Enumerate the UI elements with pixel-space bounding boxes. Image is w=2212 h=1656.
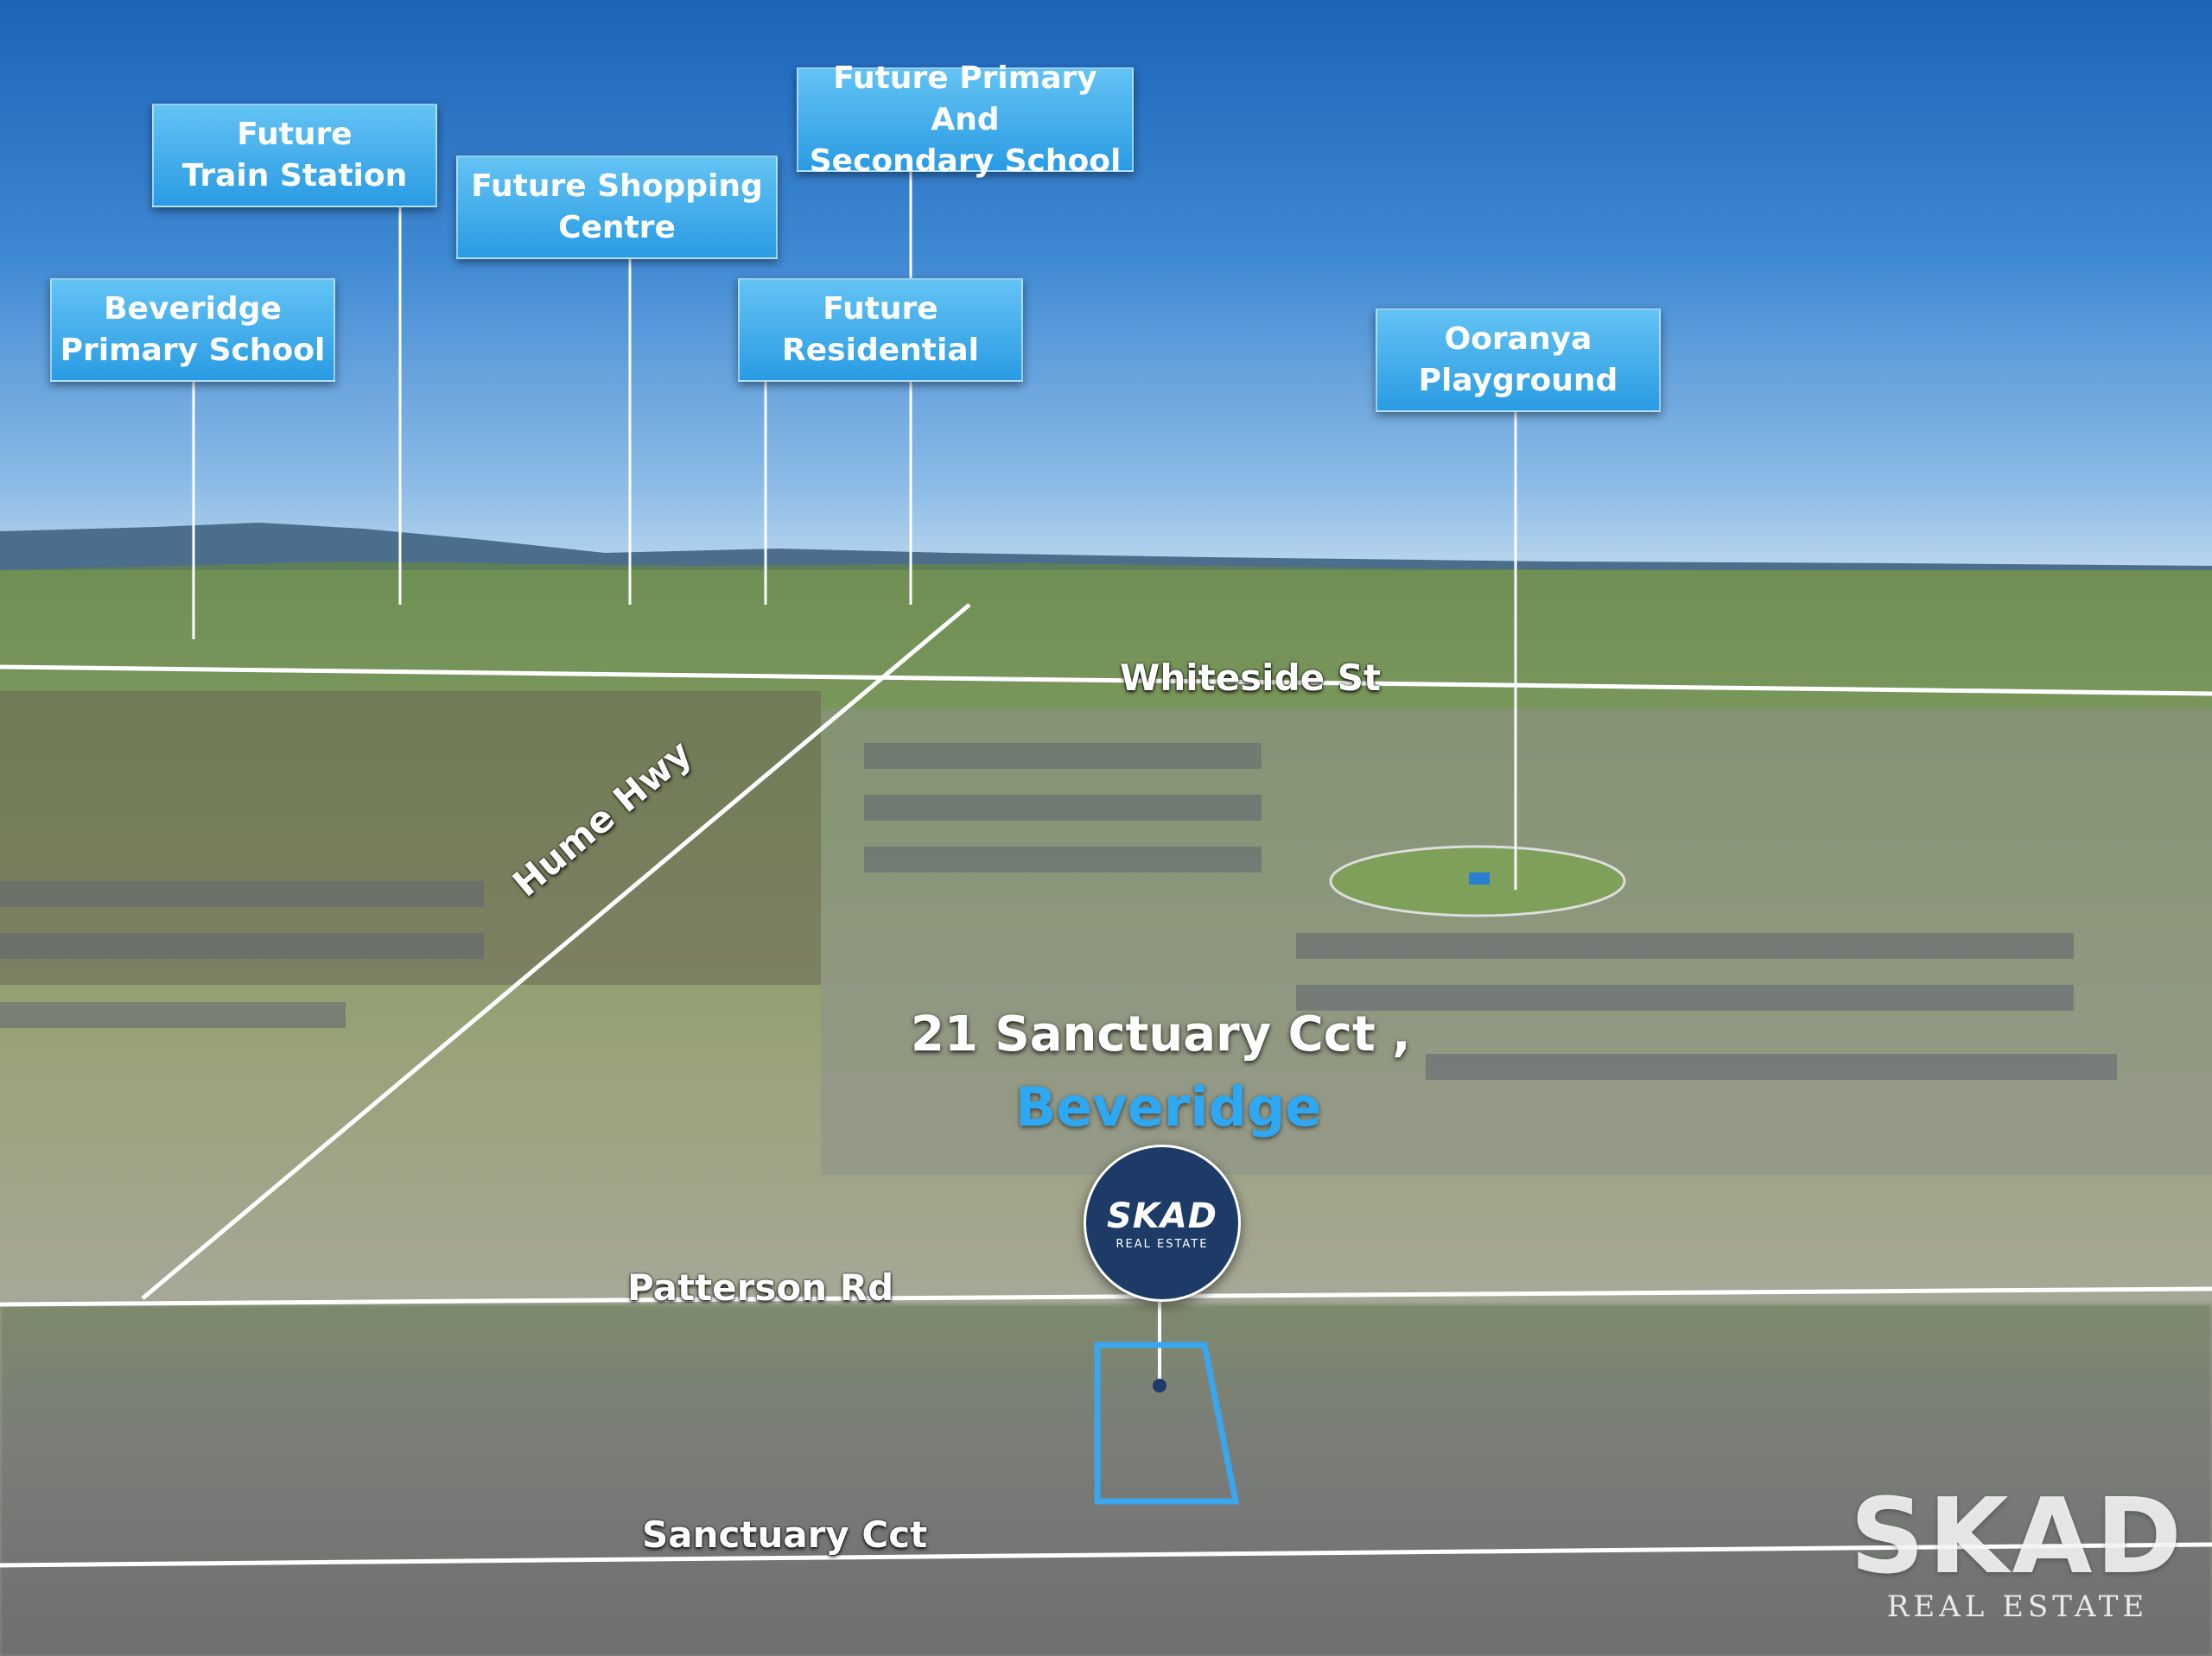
foreground-houses: [0, 1304, 2212, 1656]
callout-line: Future: [237, 117, 353, 152]
whiteside-st-line: [0, 664, 2212, 696]
location-pin: SKAD REAL ESTATE: [1084, 1145, 1241, 1302]
watermark-logo-text: SKAD: [1850, 1477, 2185, 1597]
callout-line: Future Primary And: [833, 60, 1097, 137]
callout-line: Centre: [558, 210, 676, 245]
address-suburb: Beveridge: [1015, 1075, 1322, 1139]
callout-line: Future Shopping: [471, 168, 763, 204]
watermark-logo-subtitle: REAL ESTATE: [1886, 1589, 2149, 1624]
callout-line: Beveridge: [104, 291, 282, 327]
road-label-patterson-rd: Patterson Rd: [627, 1266, 894, 1309]
pin-logo-subtitle: REAL ESTATE: [1116, 1237, 1209, 1251]
pin-dot: [1153, 1379, 1166, 1393]
patterson-rd-line: [0, 1286, 2212, 1307]
property-outline: [1094, 1342, 1240, 1505]
road-label-whiteside-st: Whiteside St: [1120, 657, 1382, 699]
callout-line: Future: [823, 291, 938, 327]
road-label-sanctuary-cct: Sanctuary Cct: [642, 1513, 928, 1556]
pin-logo: SKAD: [1107, 1196, 1217, 1236]
callout-line: Secondary School: [809, 143, 1122, 179]
watermark-logo: SKAD REAL ESTATE: [1845, 1477, 2190, 1625]
callout-line: Primary School: [60, 333, 326, 368]
callout-line: Ooranya: [1444, 321, 1592, 357]
hume-hwy-line: [141, 603, 971, 1300]
address-street: 21 Sanctuary Cct ,: [911, 1006, 1411, 1063]
callout-line: Train Station: [181, 158, 408, 194]
callout-line: Playground: [1418, 363, 1618, 398]
sanctuary-cct-line: [0, 1542, 2212, 1568]
callout-line: Residential: [782, 333, 979, 368]
